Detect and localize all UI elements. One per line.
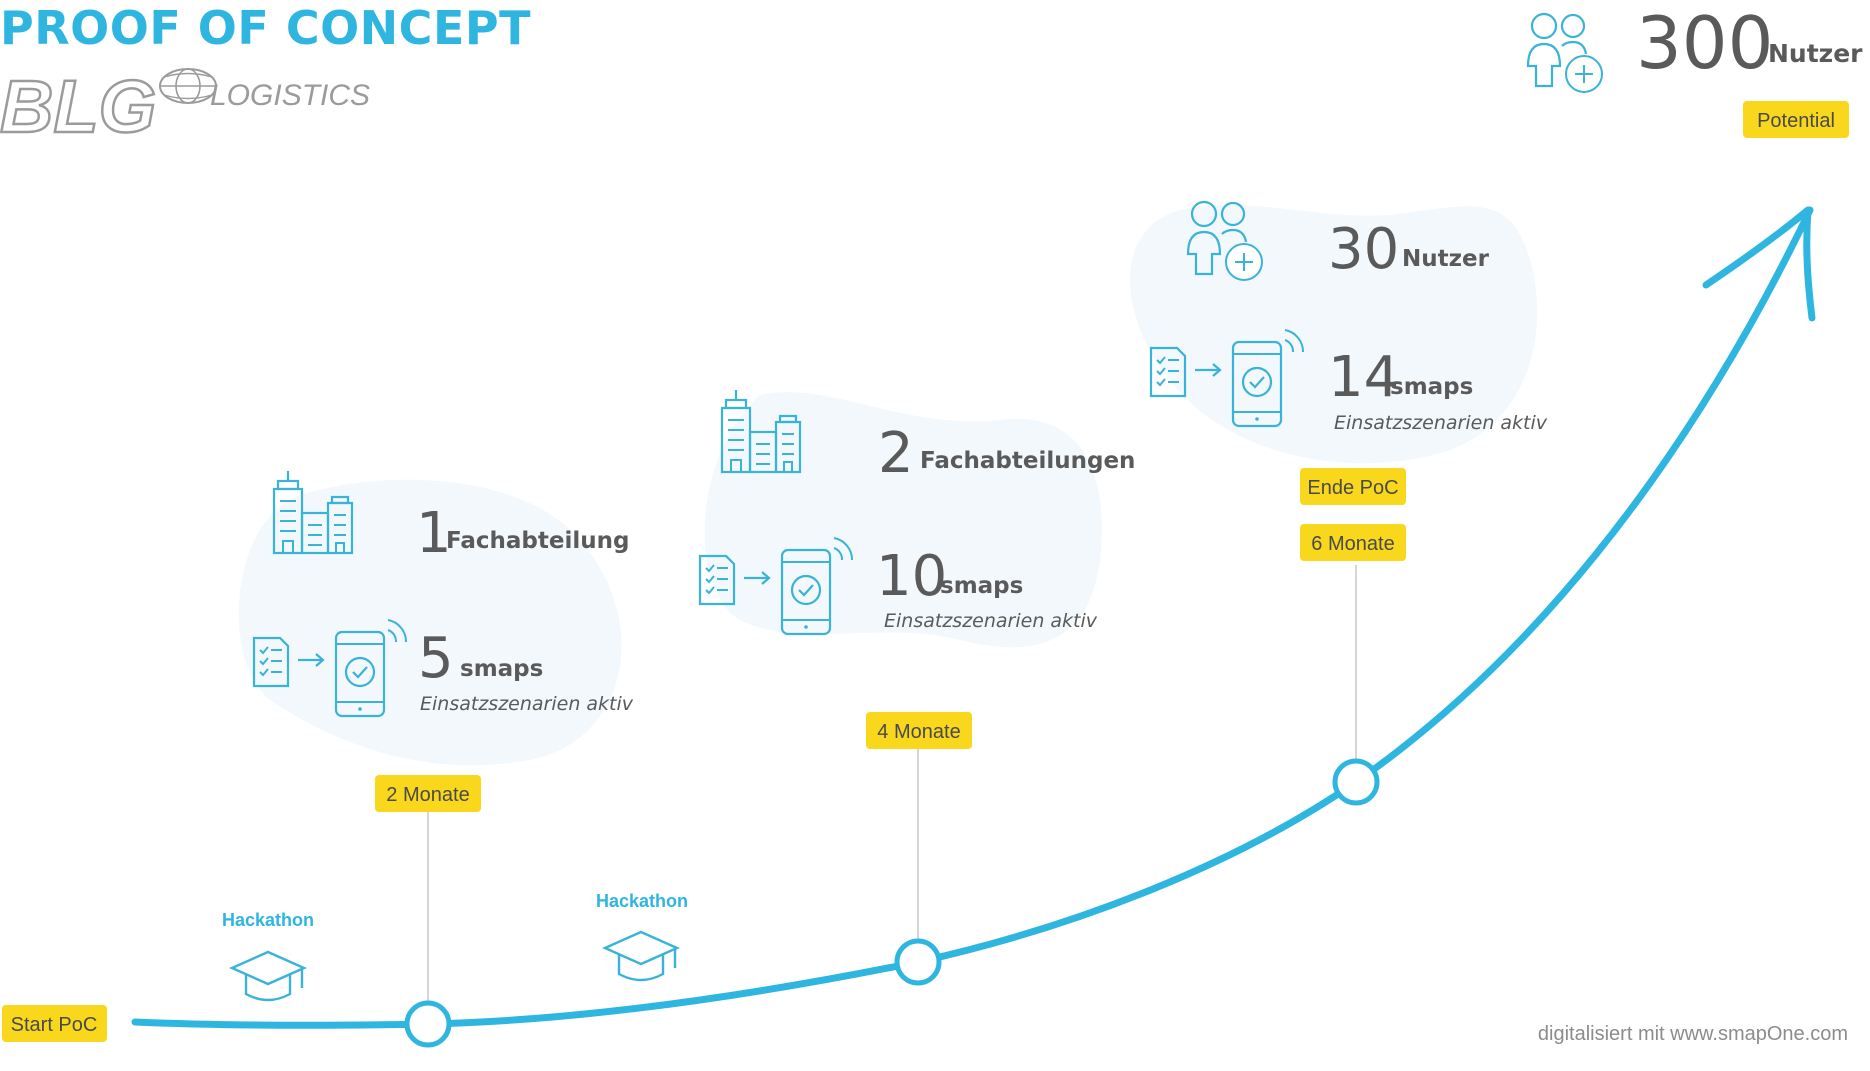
stage1-smaps-sub: Einsatzszenarien aktiv [420, 693, 634, 715]
stage2-dept-count: 2 [878, 421, 914, 486]
growth-arrowhead [1702, 206, 1816, 322]
hackathon-label-1: Hackathon [222, 910, 314, 930]
blg-logo: BLG LOGISTICS [0, 64, 370, 150]
stage1-dept-count: 1 [416, 501, 452, 566]
end-poc-tag [1300, 468, 1406, 505]
start-poc-tag [2, 1005, 107, 1042]
growth-curve [131, 206, 1814, 1029]
stage1-smaps-label: smaps [460, 656, 543, 682]
four-months-label: 4 Monate [877, 721, 960, 743]
stage1-blob [238, 479, 622, 766]
stage2-smaps-label: smaps [940, 573, 1023, 599]
footer-credit: digitalisiert mit www.smapOne.com [1538, 1023, 1848, 1045]
stage3-smaps-sub: Einsatzszenarien aktiv [1334, 412, 1548, 434]
stage2-blob [704, 392, 1102, 648]
stage3-smaps-count: 14 [1328, 345, 1399, 410]
start-poc-label: Start PoC [11, 1014, 98, 1036]
users-add-icon [1526, 12, 1604, 94]
milestone-marker-4-months [894, 938, 942, 986]
milestone-marker-6-months [1332, 758, 1380, 806]
stage2-dept-label: Fachabteilungen [920, 448, 1135, 474]
logo-text-primary: BLG [0, 65, 156, 148]
four-months-tag [866, 712, 972, 749]
potential-user-count: 300 [1636, 1, 1773, 85]
stage3-user-count: 30 [1328, 217, 1399, 282]
graduation-cap-icon [603, 930, 679, 982]
graduation-cap-icon [230, 950, 306, 1002]
globe-icon [159, 68, 217, 104]
two-months-label: 2 Monate [386, 784, 469, 806]
stage2-smaps-count: 10 [876, 544, 947, 609]
hackathon-label-2: Hackathon [596, 891, 688, 911]
stage1-dept-label: Fachabteilung [446, 528, 629, 554]
six-months-tag [1300, 524, 1406, 561]
stage1-smaps-count: 5 [418, 626, 454, 691]
logo-text-secondary: LOGISTICS [210, 79, 370, 112]
page-title: PROOF OF CONCEPT [0, 1, 531, 55]
two-months-tag [375, 775, 481, 812]
potential-user-label: Nutzer [1768, 39, 1863, 68]
stage2-smaps-sub: Einsatzszenarien aktiv [884, 610, 1098, 632]
milestone-marker-2-months [404, 1000, 452, 1048]
stage3-smaps-label: smaps [1390, 374, 1473, 400]
stage3-user-label: Nutzer [1402, 246, 1490, 272]
potential-tag [1743, 101, 1849, 138]
end-poc-label: Ende PoC [1307, 477, 1398, 499]
six-months-label: 6 Monate [1311, 533, 1394, 555]
potential-tag-label: Potential [1757, 110, 1835, 132]
